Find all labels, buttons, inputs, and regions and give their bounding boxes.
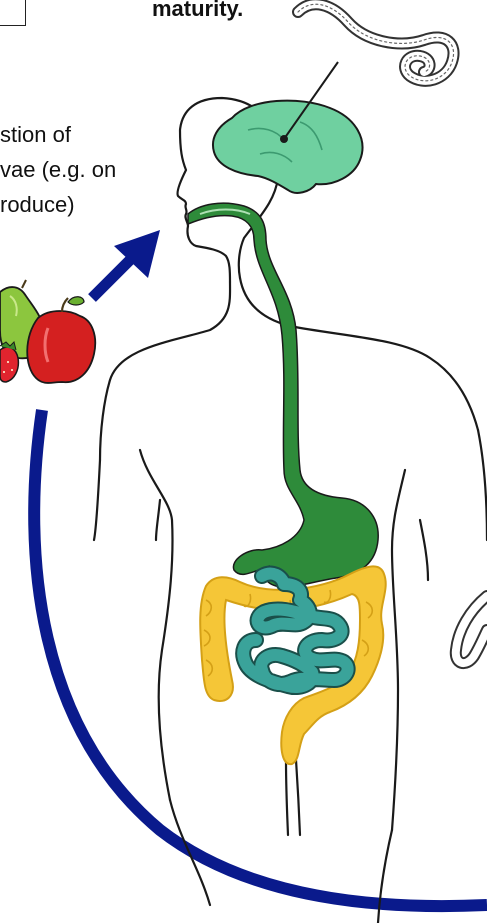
human-body-outline [94,98,487,923]
worm-icon [456,596,487,663]
fruit-icon [0,280,95,383]
worm-icon [298,4,454,81]
esophagus-stomach [188,203,378,587]
ingestion-arrow [92,230,160,298]
brain-icon [213,101,362,193]
pointer-dot [280,135,288,143]
